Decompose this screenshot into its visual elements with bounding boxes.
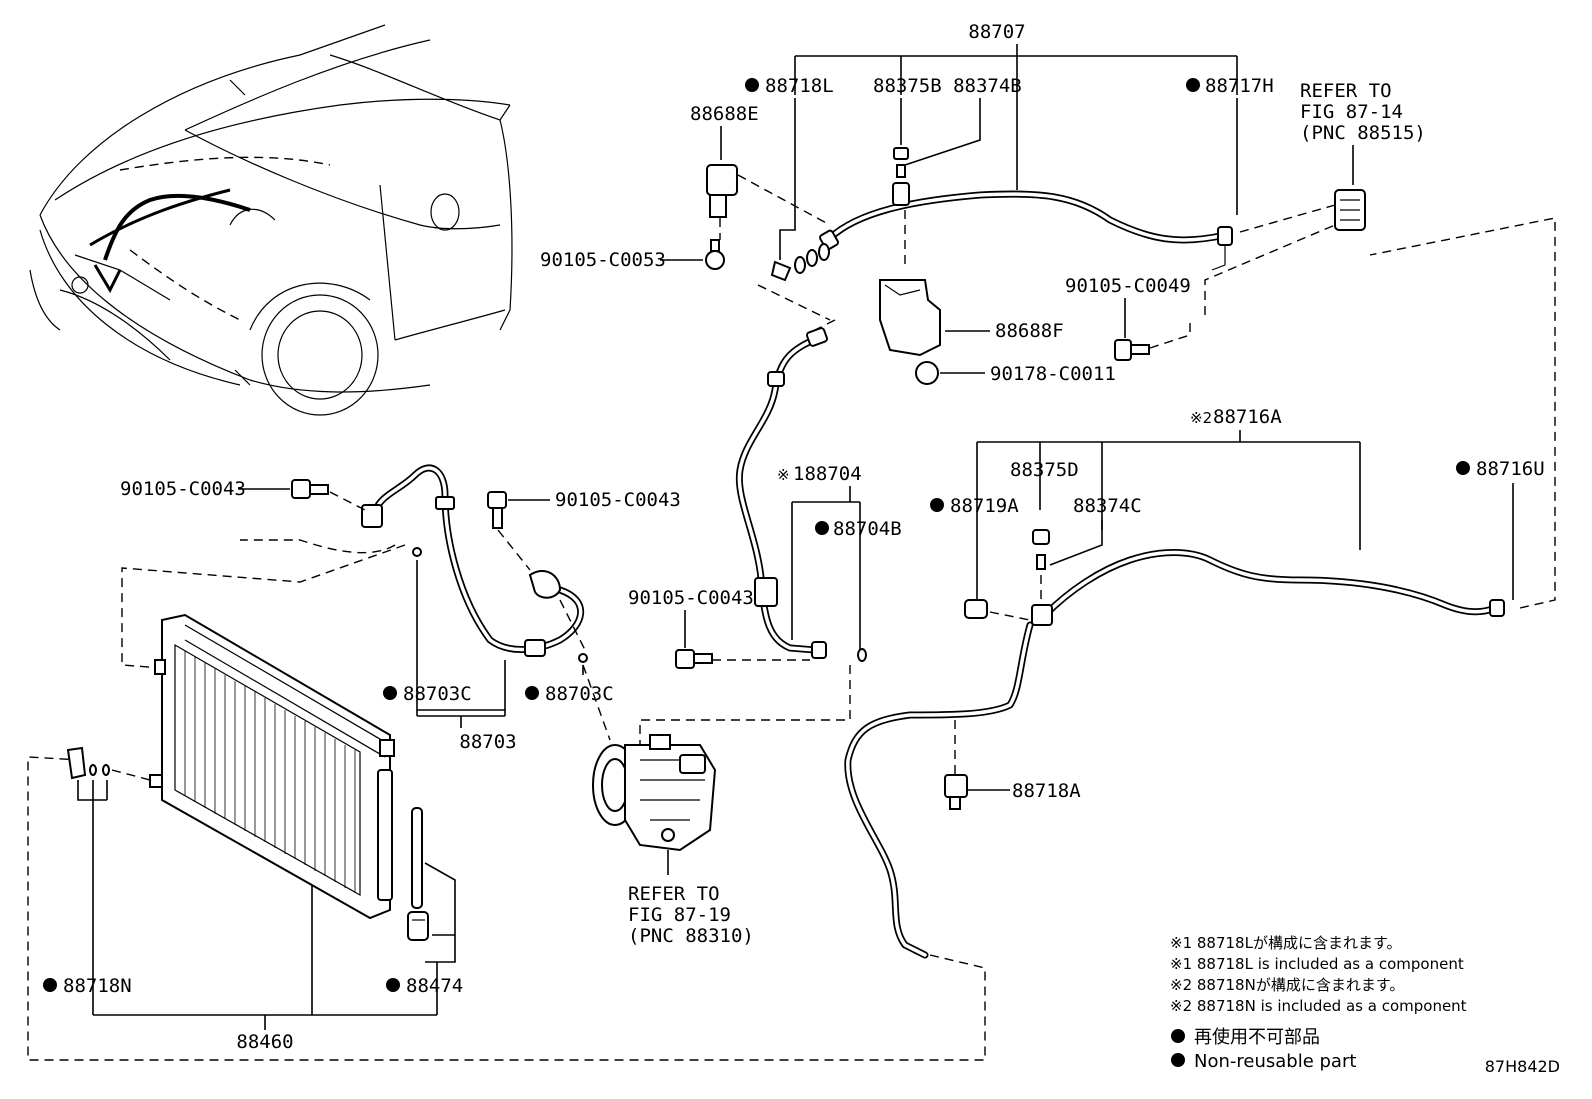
notes-block: ※1 88718Lが構成に含まれます。 ※1 88718L is include… xyxy=(1170,934,1467,1072)
label-88688E: 88688E xyxy=(690,103,759,125)
clamp-88688F: 88688F xyxy=(879,279,1064,357)
desiccant-88474 xyxy=(407,807,429,941)
label-90178-C0011: 90178-C0011 xyxy=(990,363,1116,385)
label-88719A: 88719A xyxy=(950,495,1019,517)
non-reusable-dot xyxy=(43,978,57,992)
legend-non-reusable-jp: 再使用不可部品 xyxy=(1194,1027,1320,1048)
label-refer-to-1: REFER TO xyxy=(1300,80,1392,102)
label-88716A: 88716A xyxy=(1213,406,1282,428)
label-88718L: 88718L xyxy=(765,75,834,97)
label-88704B: 88704B xyxy=(833,518,902,540)
mark-88716A: ※2 xyxy=(1190,409,1212,427)
label-88718A: 88718A xyxy=(1012,780,1081,802)
compressor-88310-ref xyxy=(592,734,717,875)
o-rings-88718L xyxy=(770,243,830,282)
non-reusable-dot xyxy=(815,521,829,535)
car-illustration xyxy=(29,24,513,416)
label-90105-C0043-c: 90105-C0043 xyxy=(628,587,754,609)
label-refer-fig-2: FIG 87-19 xyxy=(628,904,731,926)
pressure-switch-88719A xyxy=(964,599,988,619)
label-88703C-a: 88703C xyxy=(403,683,472,705)
non-reusable-dot xyxy=(525,686,539,700)
receiver-88515-ref xyxy=(1204,189,1366,315)
note-2-en: ※2 88718N is included as a component xyxy=(1170,997,1467,1015)
non-reusable-dot xyxy=(745,78,759,92)
nut-90178-C0011 xyxy=(915,361,939,385)
label-refer-to-2: REFER TO xyxy=(628,883,720,905)
mark-88704: ※ xyxy=(777,466,790,484)
label-88703: 88703 xyxy=(459,731,516,753)
label-88375B-88374B: 88375B 88374B xyxy=(873,75,1022,97)
label-refer-pnc-1: (PNC 88515) xyxy=(1300,122,1426,144)
label-88718N: 88718N xyxy=(63,975,132,997)
label-88375D: 88375D xyxy=(1010,459,1079,481)
non-reusable-dot xyxy=(930,498,944,512)
label-88717H: 88717H xyxy=(1205,75,1274,97)
o-ring-88703C-a xyxy=(412,547,422,557)
o-ring-88704B xyxy=(857,648,867,662)
label-refer-fig-1: FIG 87-14 xyxy=(1300,101,1403,123)
label-refer-pnc-2: (PNC 88310) xyxy=(628,925,754,947)
suction-pipe-upper xyxy=(819,190,1233,271)
valve-88374B xyxy=(896,164,906,178)
label-90105-C0043-a: 90105-C0043 xyxy=(120,478,246,500)
label-88688F: 88688F xyxy=(995,320,1064,342)
note-1-en: ※1 88718L is included as a component xyxy=(1170,955,1464,973)
hose-88703 xyxy=(361,464,585,657)
discharge-hose-88704 xyxy=(735,327,829,659)
bolt-90105-C0043-c xyxy=(675,649,695,669)
legend-non-reusable-en: Non-reusable part xyxy=(1194,1051,1356,1072)
bolt-90105-C0049 xyxy=(1114,339,1132,361)
valve-88374C xyxy=(1036,554,1046,570)
callout-88716A: ※2 88716A xyxy=(976,406,1361,600)
legend-dot-jp xyxy=(1171,1029,1185,1043)
non-reusable-dot xyxy=(1186,78,1200,92)
non-reusable-dot xyxy=(1456,461,1470,475)
cap-88375D xyxy=(1032,529,1050,545)
non-reusable-dot xyxy=(383,686,397,700)
note-1-jp: ※1 88718Lが構成に含まれます。 xyxy=(1170,934,1401,952)
cap-88375B xyxy=(893,147,909,160)
note-2-jp: ※2 88718Nが構成に含まれます。 xyxy=(1170,976,1404,994)
label-88707: 88707 xyxy=(968,21,1025,43)
label-90105-C0053: 90105-C0053 xyxy=(540,249,666,271)
legend-dot-en xyxy=(1171,1053,1185,1067)
non-reusable-dot xyxy=(386,978,400,992)
label-90105-C0043-b: 90105-C0043 xyxy=(555,489,681,511)
condenser-88460 xyxy=(149,613,395,920)
bolt-90105-C0043-a xyxy=(291,479,311,499)
label-90105-C0049: 90105-C0049 xyxy=(1065,275,1191,297)
label-88374C: 88374C xyxy=(1073,495,1142,517)
o-ring-88703C-b xyxy=(578,653,588,663)
clamp-88718A: 88718A xyxy=(944,720,1081,810)
bolt-90105-C0043-b xyxy=(487,491,507,509)
fitting-88718N xyxy=(66,746,151,781)
bolt-90105-C0053 xyxy=(705,250,725,270)
callout-88707: 88707 xyxy=(794,21,1238,190)
label-88460: 88460 xyxy=(236,1031,293,1053)
service-port xyxy=(892,182,910,206)
label-88716U: 88716U xyxy=(1476,458,1545,480)
figure-id: 87H842D xyxy=(1485,1057,1560,1076)
label-88474: 88474 xyxy=(406,975,463,997)
clamp-88688E: 88688E xyxy=(690,103,831,240)
label-88703C-b: 88703C xyxy=(545,683,614,705)
liquid-pipe-88716A xyxy=(844,549,1505,959)
label-88704: 188704 xyxy=(793,463,862,485)
